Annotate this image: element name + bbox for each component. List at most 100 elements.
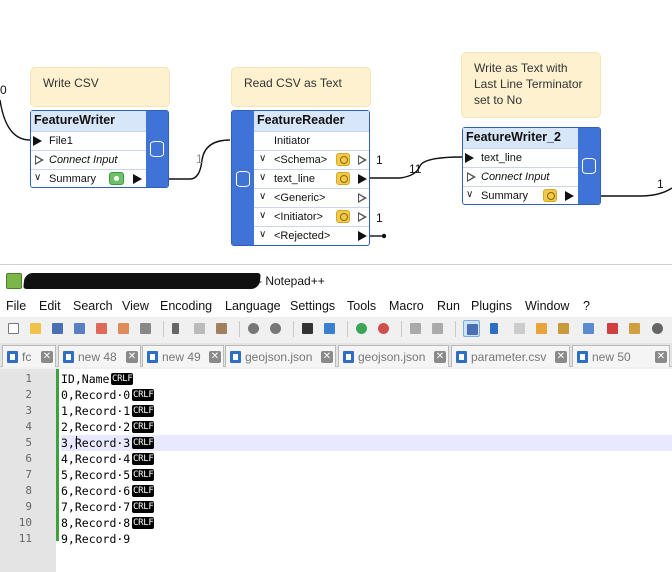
zoom-in-icon[interactable] [353,320,370,337]
tab-new-49[interactable]: new 49 ✕ [142,345,224,367]
feature-cache-icon[interactable] [336,153,350,166]
tab-new-48[interactable]: new 48 ✕ [58,345,141,367]
tab-close-icon[interactable]: ✕ [655,351,667,363]
menu-language[interactable]: Language [225,299,281,313]
menu-plugins[interactable]: Plugins [471,299,512,313]
function-list-icon[interactable] [580,320,597,337]
copy-icon[interactable] [191,320,208,337]
port-summary[interactable]: ∨ Summary [463,186,578,205]
feature-cache-eye-icon[interactable] [109,172,124,185]
title-bar[interactable]: - Notepad++ [0,265,672,297]
folder-workspace-icon[interactable] [604,320,621,337]
port-initiator[interactable]: Initiator [254,131,369,150]
featurewriter-transformer[interactable]: FeatureWriter File1 Connect Input ∨ Summ… [30,110,169,188]
chevron-down-icon[interactable]: ∨ [259,191,267,202]
sync-horizontal-icon[interactable] [429,320,446,337]
line-number-gutter[interactable] [0,369,56,572]
menu-encoding[interactable]: Encoding [160,299,213,313]
undo-icon[interactable] [245,320,262,337]
chevron-down-icon[interactable]: ∨ [466,189,474,200]
chevron-down-icon[interactable]: ∨ [34,172,42,183]
menu-help[interactable]: ? [583,299,590,313]
tab-fc[interactable]: fc ✕ [2,345,56,367]
doc-map-icon[interactable] [555,320,572,337]
menu-file[interactable]: File [6,299,27,313]
paste-icon[interactable] [213,320,230,337]
user-language-icon[interactable] [533,320,550,337]
monitoring-icon[interactable] [626,320,643,337]
tab-close-icon[interactable]: ✕ [555,351,567,363]
new-file-icon[interactable] [5,320,22,337]
print-icon[interactable] [137,320,154,337]
save-icon[interactable] [49,320,66,337]
port-summary[interactable]: ∨ Summary [31,169,146,188]
cut-icon[interactable] [169,320,186,337]
tab-parameter-csv[interactable]: parameter.csv ✕ [451,345,570,367]
zoom-out-icon[interactable] [375,320,392,337]
menu-view[interactable]: View [122,299,149,313]
show-all-characters-icon[interactable] [487,320,504,337]
feature-cache-icon[interactable] [543,189,557,202]
open-file-icon[interactable] [27,320,44,337]
port-file1[interactable]: File1 [31,131,146,150]
tab-geojson-2[interactable]: geojson.json ✕ [338,345,449,367]
port-generic[interactable]: ∨ <Generic> [254,188,369,207]
annotation-write-csv[interactable]: Write CSV [30,67,170,107]
chevron-down-icon[interactable]: ∨ [259,153,267,164]
close-icon[interactable] [93,320,110,337]
save-all-icon[interactable] [71,320,88,337]
port-connect-input[interactable]: Connect Input [463,167,578,186]
featurereader-transformer[interactable]: FeatureReader Initiator ∨ <Schema> ∨ tex… [231,110,370,246]
port-initiator-out[interactable]: ∨ <Initiator> [254,207,369,226]
port-text-line-in[interactable]: text_line [463,148,578,167]
menu-window[interactable]: Window [525,299,570,313]
word-wrap-icon[interactable] [463,320,480,337]
close-all-icon[interactable] [115,320,132,337]
tab-close-icon[interactable]: ✕ [41,351,53,363]
annotation-read-csv[interactable]: Read CSV as Text [231,67,371,107]
chevron-down-icon[interactable]: ∨ [259,210,267,221]
port-schema[interactable]: ∨ <Schema> [254,150,369,169]
replace-icon[interactable] [321,320,338,337]
annotation-write-text[interactable]: Write as Text with Last Line Terminator … [461,52,601,118]
tab-close-icon[interactable]: ✕ [434,351,446,363]
menu-tools[interactable]: Tools [347,299,377,313]
feature-cache-icon[interactable] [336,210,350,223]
tab-close-icon[interactable]: ✕ [321,351,333,363]
indent-guide-icon[interactable] [511,320,528,337]
editor-line[interactable]: 9,Record·9 [61,531,672,547]
menu-edit[interactable]: Edit [39,299,61,313]
feature-cache-icon[interactable] [336,172,350,185]
tab-close-icon[interactable]: ✕ [209,351,221,363]
port-rejected[interactable]: ∨ <Rejected> [254,226,369,245]
chevron-down-icon[interactable]: ∨ [259,172,267,183]
eol-marker: CRLF [132,501,155,513]
chevron-down-icon[interactable]: ∨ [259,229,267,240]
menu-search[interactable]: Search [73,299,113,313]
redo-icon[interactable] [267,320,284,337]
workspace-canvas[interactable]: 0 Write CSV Read CSV as Text Write as Te… [0,0,672,264]
menu-run[interactable]: Run [437,299,460,313]
tab-geojson-1[interactable]: geojson.json ✕ [225,345,336,367]
port-text-line[interactable]: ∨ text_line [254,169,369,188]
find-icon[interactable] [299,320,316,337]
sync-vertical-icon[interactable] [407,320,424,337]
featurewriter2-transformer[interactable]: FeatureWriter_2 text_line Connect Input … [462,127,601,205]
port-connect-input[interactable]: Connect Input [31,150,146,169]
tab-new-50[interactable]: new 50 ✕ [572,345,670,367]
view-icon[interactable] [649,320,666,337]
menu-settings[interactable]: Settings [290,299,336,313]
tab-close-icon[interactable]: ✕ [126,351,138,363]
menu-macro[interactable]: Macro [389,299,424,313]
